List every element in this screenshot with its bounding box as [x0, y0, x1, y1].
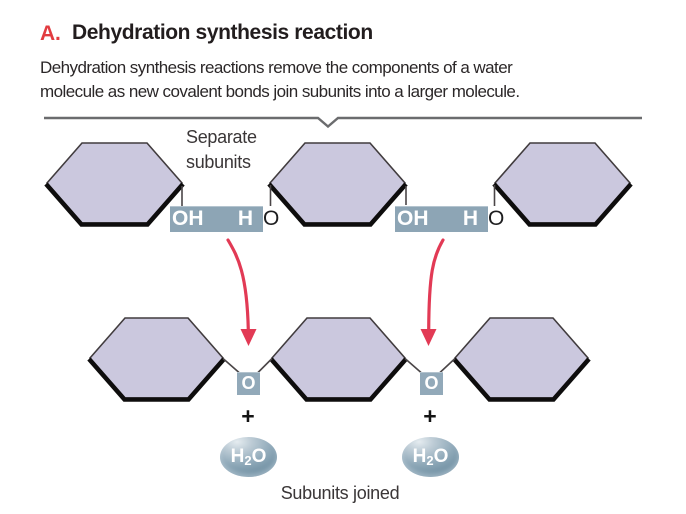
figure-title: Dehydration synthesis reaction — [72, 21, 373, 44]
separate-caption-line2: subunits — [186, 152, 251, 172]
arrowhead-down-icon — [240, 329, 257, 346]
plus-sign-1: + — [241, 403, 255, 429]
hexagon-shadow — [87, 357, 226, 402]
bond-line — [404, 357, 422, 374]
oxygen-label: O — [488, 207, 505, 230]
top-row-hexagons — [44, 142, 633, 227]
junction-oxygen-box-1: O — [237, 372, 260, 395]
hexagon-shadow — [269, 357, 408, 402]
figure-label: A. — [40, 22, 61, 45]
divider-brace-line — [44, 116, 642, 129]
bond-line — [222, 357, 240, 374]
oxygen-label: O — [263, 207, 280, 230]
hexagon-shadow — [44, 182, 185, 227]
water-o-label: O — [433, 446, 449, 467]
separate-subunits-caption: Separate subunits — [186, 125, 257, 175]
reaction-arrow-right — [427, 238, 445, 332]
reaction-arrow-left — [226, 238, 250, 332]
hydroxyl-label: OH — [172, 207, 204, 230]
hexagon-shadow — [492, 182, 633, 227]
water-o-label: O — [251, 446, 267, 467]
hexagon-shadow — [267, 182, 408, 227]
hydroxyl-label: OH — [397, 207, 429, 230]
hexagon-shadow — [452, 357, 591, 402]
junction-oxygen-label: O — [424, 373, 439, 393]
bottom-row-hexagons — [87, 317, 591, 402]
bottom-junction-connectors — [222, 357, 456, 374]
bond-group-2: OH H O — [395, 206, 504, 232]
arrowhead-down-icon — [420, 329, 437, 346]
hydrogen-label: H — [237, 207, 253, 230]
reaction-arrows — [226, 238, 445, 346]
figure-description-line1: Dehydration synthesis reactions remove t… — [40, 58, 513, 77]
water-h-label: H — [412, 446, 427, 467]
oh-h-box: OH H — [395, 206, 488, 232]
bond-group-1: OH H O — [170, 206, 279, 232]
figure-description-line2: molecule as new covalent bonds join subu… — [40, 81, 520, 101]
water-h-label: H — [230, 446, 245, 467]
plus-sign-2: + — [423, 403, 437, 429]
top-bond-connectors — [181, 185, 496, 206]
hydrogen-label: H — [462, 207, 478, 230]
oh-h-box: OH H — [170, 206, 263, 232]
bond-line — [257, 357, 273, 374]
junction-oxygen-box-2: O — [420, 372, 443, 395]
junction-oxygen-label: O — [241, 373, 256, 393]
separate-caption-line1: Separate — [186, 127, 257, 147]
figure-description: Dehydration synthesis reactions remove t… — [40, 56, 520, 103]
bond-line — [439, 357, 456, 374]
subunits-joined-caption: Subunits joined — [280, 483, 400, 503]
